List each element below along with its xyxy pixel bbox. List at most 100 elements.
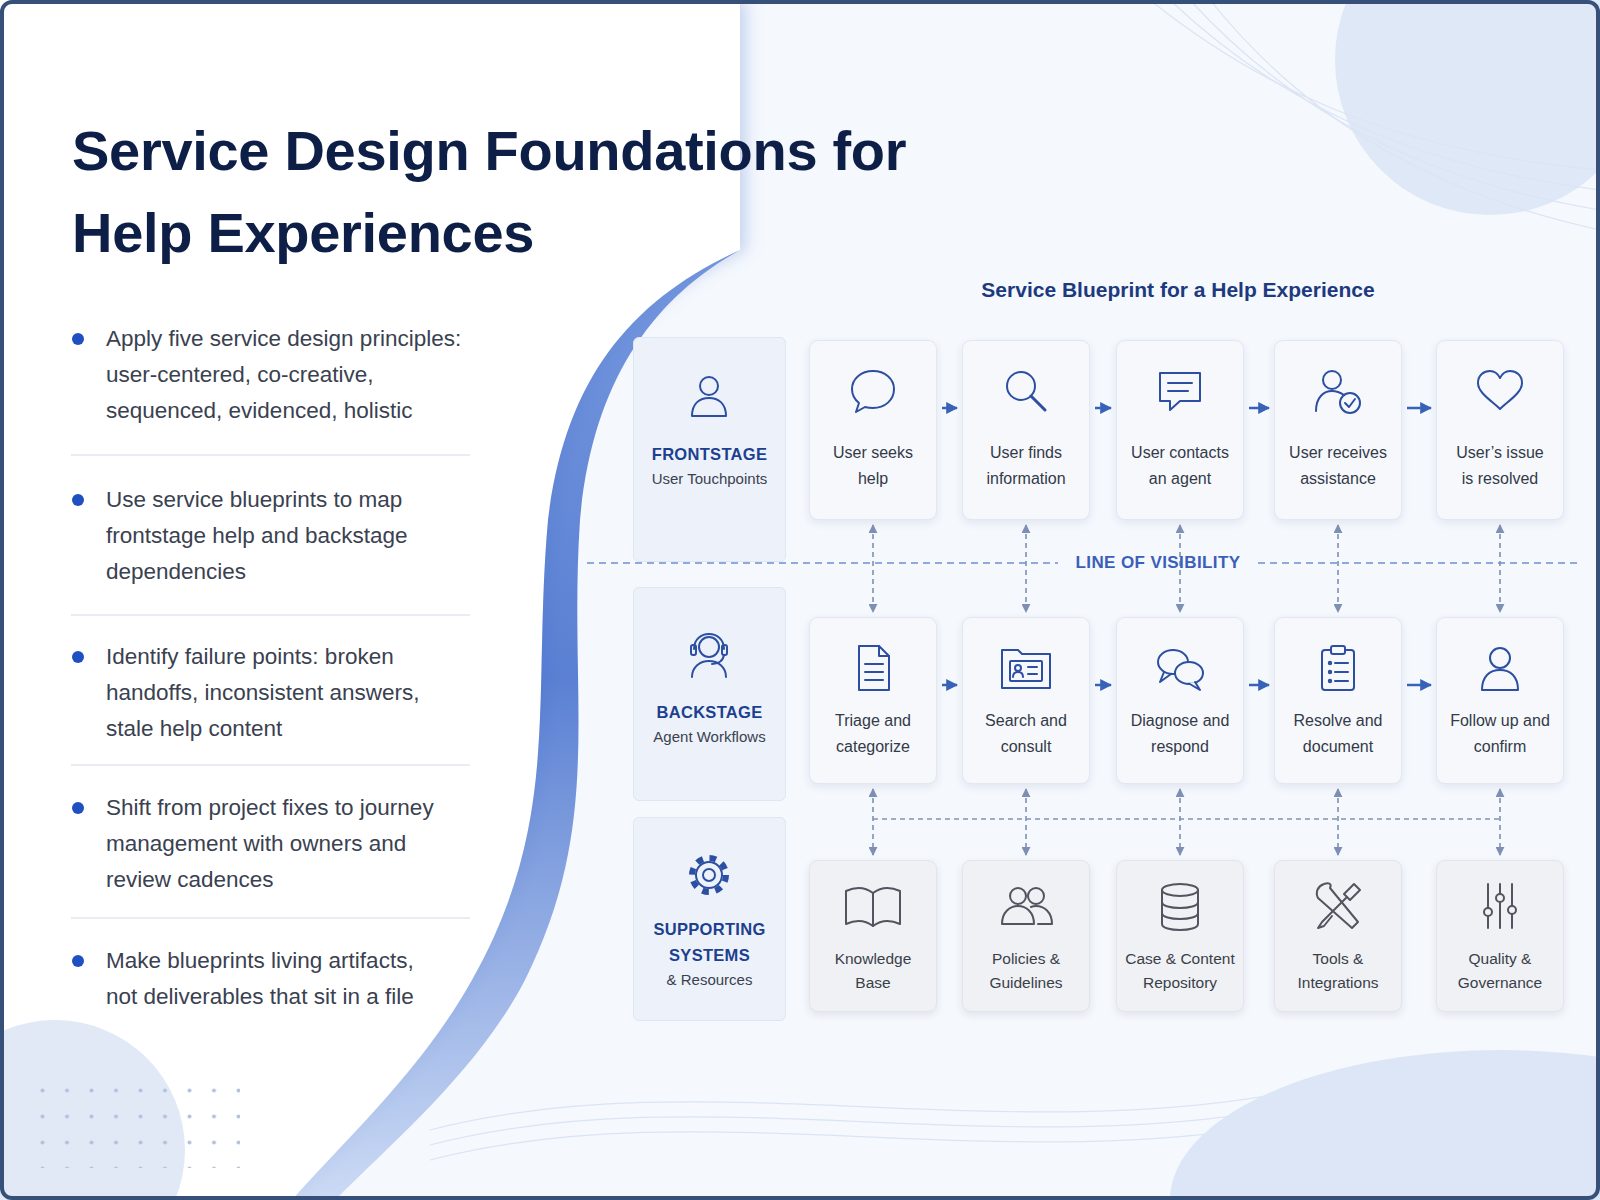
tools-icon [1317, 883, 1360, 928]
chat-icon-part [1168, 390, 1188, 392]
dependency-connector [1337, 525, 1339, 612]
corner-blob [1170, 1050, 1600, 1200]
speech-bubble-icon-part [852, 371, 894, 412]
visibility-label: LINE OF VISIBILITY [1058, 552, 1258, 574]
gear-icon-part [696, 862, 722, 888]
wave-lines-part [1190, 0, 1600, 210]
clipboard-icon [1322, 646, 1354, 690]
headset-icon-part [712, 655, 724, 664]
bullet-text: Identify failure points: broken handoffs… [106, 639, 456, 747]
gear-icon-part [692, 858, 726, 892]
flow-arrow [1095, 684, 1111, 687]
bullet-dots-part [72, 333, 84, 345]
step-box: User contacts an agent [1116, 340, 1244, 520]
step-box: User seeks help [809, 340, 937, 520]
box-text: Diagnose and respond [1127, 708, 1233, 759]
box-text: Policies & Guidelines [971, 947, 1081, 995]
people-icon-part [1028, 888, 1044, 904]
folder-icon-part [1002, 650, 1050, 688]
heart-icon-part [1478, 371, 1522, 409]
dependency-connector [1179, 789, 1181, 855]
box-text: Search and consult [974, 708, 1078, 759]
folder-icon-part [1010, 661, 1042, 681]
lane-subtitle: & Resources [637, 968, 782, 992]
flow-arrow [1095, 407, 1111, 410]
bullet-separators-part [71, 917, 470, 918]
folder-icon-part [1028, 666, 1037, 668]
dependency-connector [1025, 525, 1027, 612]
box-text: Follow up and confirm [1445, 708, 1555, 759]
flow-arrow [1407, 684, 1431, 687]
bullet-separators [71, 455, 470, 918]
tools-icon-part [1317, 883, 1358, 928]
dot-grid [40, 1088, 240, 1168]
bullet-dots-part [72, 802, 84, 814]
search-icon [1007, 372, 1045, 410]
document-icon [859, 646, 889, 690]
bullet-text: Use service blueprints to map frontstage… [106, 482, 456, 590]
headset-icon-part [692, 661, 726, 677]
chat-icon [1160, 373, 1200, 410]
diagram-title: Service Design Foundations for Help Expe… [72, 110, 972, 274]
folder-icon-part [1028, 673, 1037, 675]
box-text: Quality & Governance [1445, 947, 1555, 995]
sliders-icon-part [1508, 906, 1516, 914]
system-box: Case & Content Repository [1116, 860, 1244, 1012]
book-icon [846, 888, 900, 926]
sliders-icon [1484, 884, 1516, 928]
conversation-icon-part [1189, 682, 1200, 690]
bullet-dots [72, 333, 84, 967]
clipboard-icon-part [1329, 662, 1331, 664]
lane-header: SUPPORTING SYSTEMS& Resources [633, 817, 786, 1021]
step-box: Diagnose and respond [1116, 617, 1244, 784]
document-icon-part [865, 663, 883, 665]
bullet-separators-part [71, 764, 470, 765]
flow-arrow [942, 684, 957, 687]
people-icon [1002, 888, 1052, 924]
search-icon-part [1031, 396, 1045, 410]
person-icon-part [1490, 648, 1510, 668]
sliders-icon-part [1499, 884, 1501, 928]
box-text: Resolve and document [1286, 708, 1390, 759]
lane-header: BACKSTAGEAgent Workflows [633, 587, 786, 801]
clipboard-icon-part [1322, 650, 1354, 690]
document-icon-part [865, 671, 883, 673]
database-icon-part [1162, 913, 1198, 919]
clipboard-icon-part [1331, 646, 1345, 654]
dependency-connector [872, 789, 874, 855]
flow-arrow [942, 407, 957, 410]
people-icon-part [1002, 906, 1034, 924]
corner-circle [1335, 0, 1600, 215]
visibility-line-part [1258, 562, 1577, 564]
document-icon-part [879, 646, 889, 656]
conversation-icon-part [1160, 672, 1171, 682]
dependency-connector [1337, 789, 1339, 855]
person-icon [1482, 648, 1518, 690]
folder-icon-part [1013, 672, 1023, 677]
bullet-separators-part [71, 614, 470, 615]
dependency-connector [872, 525, 874, 612]
box-text: Triage and categorize [821, 708, 925, 759]
box-text: User’s issue is resolved [1450, 440, 1550, 491]
headset-icon [691, 634, 727, 677]
step-box: Search and consult [962, 617, 1090, 784]
box-text: User contacts an agent [1128, 440, 1232, 491]
headset-icon-part [694, 634, 724, 649]
lane-title: FRONTSTAGE [640, 441, 780, 467]
system-box: Policies & Guidelines [962, 860, 1090, 1012]
sliders-icon-part [1511, 884, 1513, 928]
step-box: User finds information [962, 340, 1090, 520]
box-text: Case & Content Repository [1122, 947, 1238, 995]
bullet-separators-part [71, 454, 470, 455]
box-text: Tools & Integrations [1283, 947, 1393, 995]
headset-icon-part [722, 645, 727, 655]
dependency-connector [1499, 789, 1501, 855]
bullet-text: Apply five service design principles: us… [106, 321, 476, 429]
system-box: Tools & Integrations [1274, 860, 1402, 1012]
people-icon-part [1031, 906, 1052, 924]
chat-icon-part [1160, 373, 1200, 410]
conversation-icon-part [1175, 662, 1203, 684]
headset-icon-part [699, 637, 719, 657]
